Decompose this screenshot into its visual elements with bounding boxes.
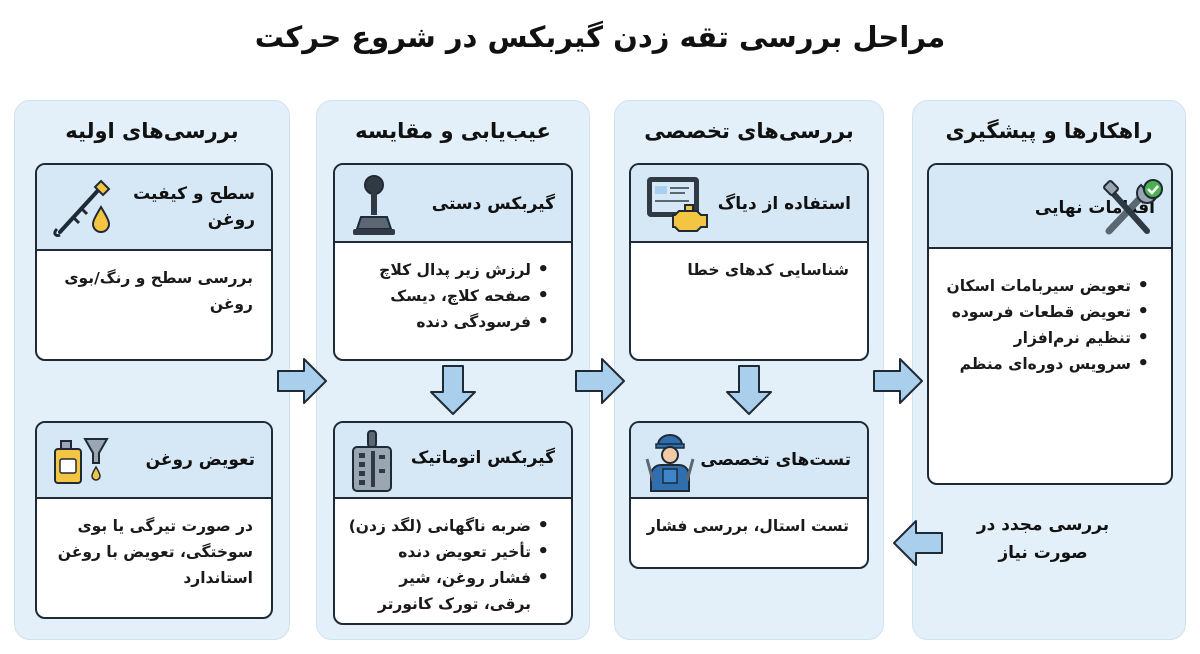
card-title: سطح و کیفیت روغن (133, 184, 255, 230)
card-manual-gearbox: گیربکس دستی لرزش زیر پدال کلاچ صفحه کلاچ… (333, 163, 573, 361)
list-item: فرسودگی دنده (347, 309, 553, 335)
card-oil-change: تعویض روغن در صورت تیرگی یا بوی سوختگی، … (35, 421, 273, 619)
card-title: استفاده از دیاگ (717, 194, 851, 214)
card-title: گیربکس دستی (431, 194, 555, 214)
list-item: تعویض سیربامات اسکان (941, 273, 1153, 299)
arrow-left-1 (893, 520, 943, 566)
card-body: در صورت تیرگی یا بوی سوختگی، تعویض با رو… (57, 517, 253, 587)
arrow-down-1 (430, 365, 476, 415)
card-header: گیربکس اتوماتیک (335, 423, 571, 499)
arrow-right-2 (575, 358, 625, 404)
card-header: تعویض روغن (37, 423, 271, 499)
column-initial-checks: بررسی‌های اولیه سطح و کیفیت روغن بررسی س… (14, 100, 290, 640)
card-header: استفاده از دیاگ (631, 165, 867, 243)
card-header: گیربکس دستی (335, 165, 571, 243)
automatic-gear-selector-icon (352, 430, 392, 492)
card-title: تست‌های تخصصی (700, 450, 851, 470)
manual-gear-stick-icon (353, 175, 395, 235)
diagnostic-tablet-engine-icon (647, 177, 708, 232)
card-body: تعویض سیربامات اسکان تعویض قطعات فرسوده … (929, 261, 1171, 377)
card-body: بررسی سطح و رنگ/بوی روغن (64, 269, 253, 313)
column-title: راهکارها و پیشگیری (945, 119, 1153, 143)
card-title: گیربکس اتوماتیک (410, 448, 555, 468)
card-automatic-gearbox: گیربکس اتوماتیک ضربه ناگهانی (لگد زدن) ت… (333, 421, 573, 625)
tools-check-icon (1103, 179, 1163, 235)
list-item: صفحه کلاچ، دیسک (347, 283, 553, 309)
card-body: تست استال، بررسی فشار (646, 517, 849, 535)
oil-can-funnel-icon (54, 438, 109, 484)
list-item: سرویس دوره‌ای منظم (941, 351, 1153, 377)
card-header: سطح و کیفیت روغن (37, 165, 271, 251)
list-item: لرزش زیر پدال کلاچ (347, 257, 553, 283)
column-solutions-prevention: راهکارها و پیشگیری اقدامات نهایی تعویض س… (912, 100, 1186, 640)
card-specialized-tests: تست‌های تخصصی تست استال، بررسی فشار (629, 421, 869, 569)
dipstick-oil-drop-icon (53, 179, 111, 237)
arrow-down-2 (726, 365, 772, 415)
card-oil-level-quality: سطح و کیفیت روغن بررسی سطح و رنگ/بوی روغ… (35, 163, 273, 361)
list-item: تأخیر تعویض دنده (347, 539, 553, 565)
card-body: ضربه ناگهانی (لگد زدن) تأخیر تعویض دنده … (335, 501, 571, 617)
list-item: فشار روغن، شیر برقی، تورک کانورتر (347, 565, 553, 617)
arrow-right-1 (277, 358, 327, 404)
card-final-actions: اقدامات نهایی تعویض سیربامات اسکان تعویض… (927, 163, 1173, 485)
card-body: لرزش زیر پدال کلاچ صفحه کلاچ، دیسک فرسود… (335, 245, 571, 335)
column-title: بررسی‌های تخصصی (644, 119, 854, 143)
column-title: عیب‌یابی و مقایسه (355, 119, 551, 143)
recheck-note: بررسی مجدد در صورت نیاز (976, 515, 1110, 563)
list-item: تنظیم نرم‌افزار (941, 325, 1153, 351)
page-title: مراحل بررسی تقه زدن گیربکس در شروع حرکت (254, 20, 946, 54)
arrow-right-3 (873, 358, 923, 404)
card-header: تست‌های تخصصی (631, 423, 867, 499)
card-body: شناسایی کدهای خطا (687, 261, 849, 279)
card-diag-usage: استفاده از دیاگ شناسایی کدهای خطا (629, 163, 869, 361)
column-title: بررسی‌های اولیه (65, 119, 239, 143)
list-item: تعویض قطعات فرسوده (941, 299, 1153, 325)
card-title: تعویض روغن (145, 450, 255, 470)
list-item: ضربه ناگهانی (لگد زدن) (347, 513, 553, 539)
card-header: اقدامات نهایی (929, 165, 1171, 249)
mechanic-icon (645, 434, 695, 492)
